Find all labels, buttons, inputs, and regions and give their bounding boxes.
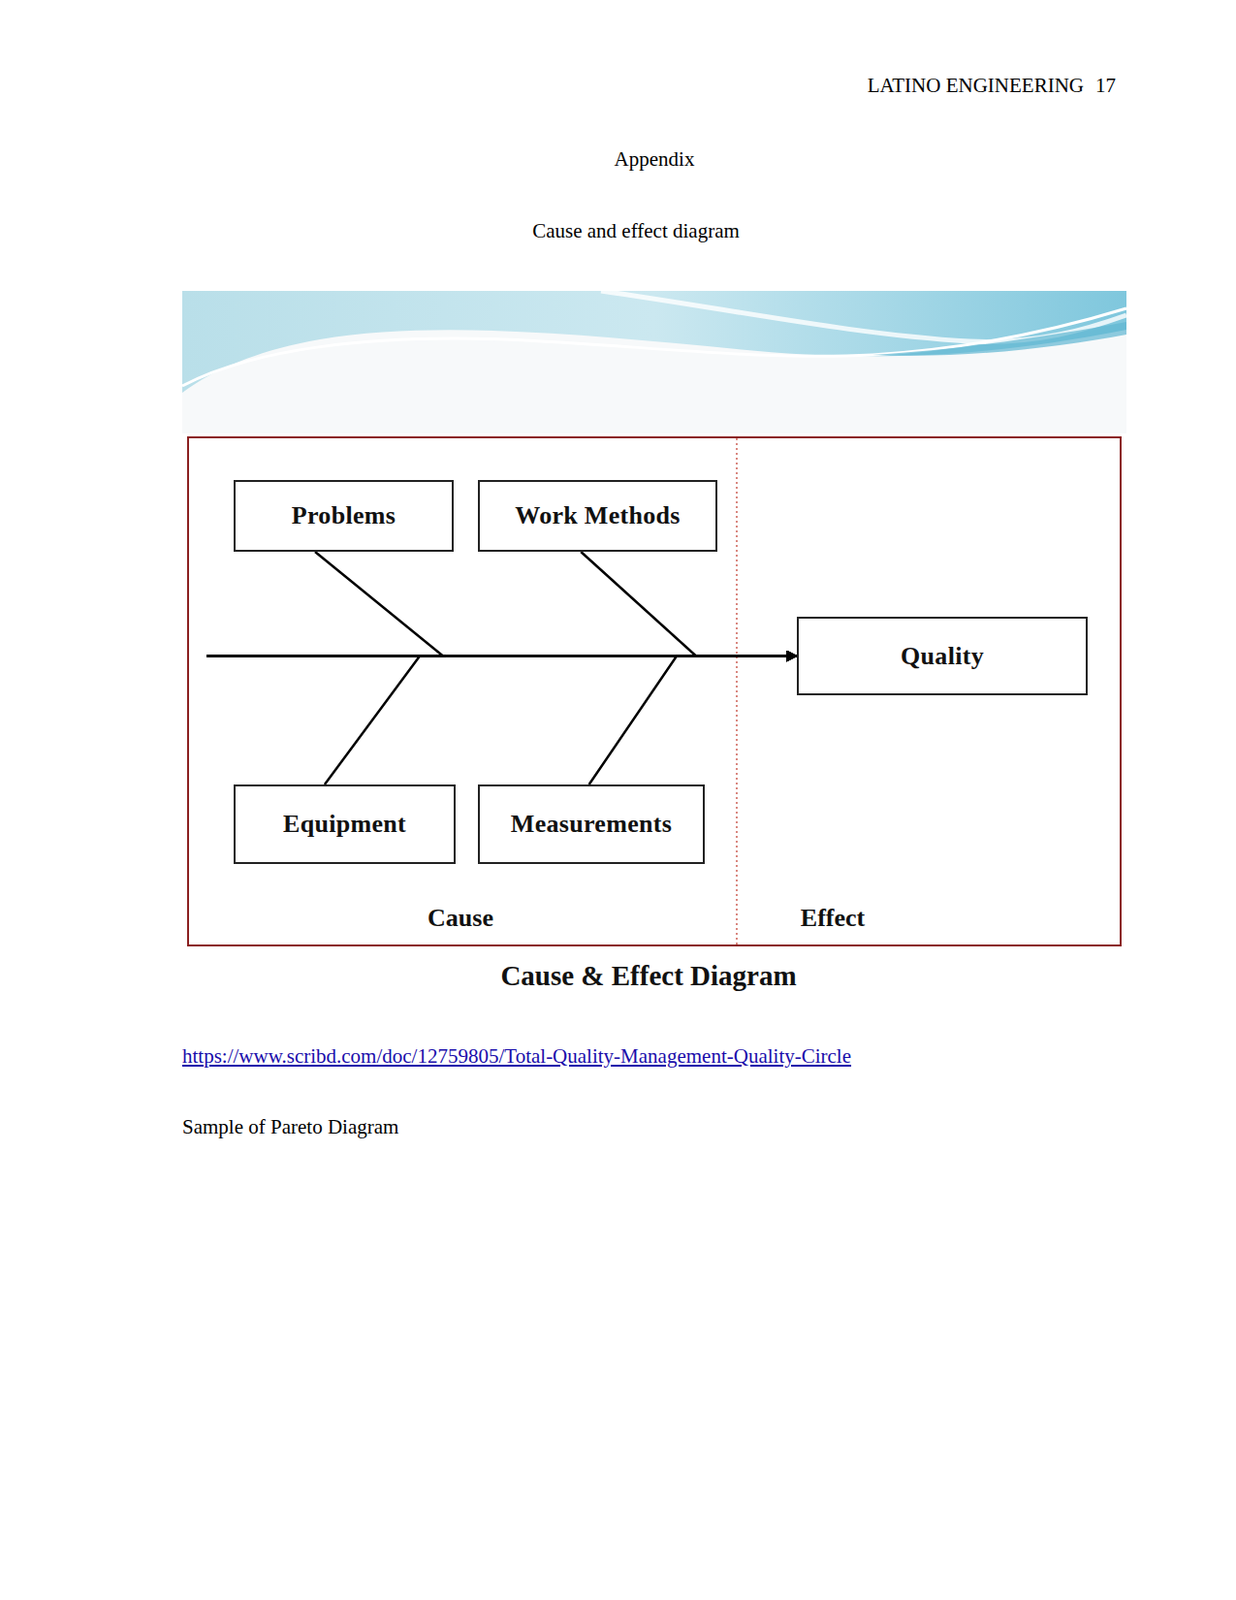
section-heading: Appendix [614, 147, 696, 172]
box-text: Quality [900, 641, 984, 671]
box-text: Work Methods [514, 501, 680, 531]
cause-box: Equipment [233, 784, 456, 864]
figure-caption: Cause & Effect Diagram [500, 958, 796, 993]
zone-label: Cause [427, 902, 494, 933]
sub-heading: Sample of Pareto Diagram [182, 1114, 399, 1140]
spine-line [206, 654, 446, 658]
diagram-frame [188, 437, 1121, 946]
cause-arrow [589, 656, 797, 786]
divider-line [735, 438, 737, 945]
cause-box: Work Methods [477, 479, 718, 552]
box-text: Equipment [283, 809, 407, 839]
zone-label: Effect [800, 902, 865, 933]
cause-arrow [315, 551, 797, 657]
cause-arrow [324, 656, 797, 786]
running-head: LATINO ENGINEERING [867, 73, 1084, 98]
page-number: 17 [1095, 73, 1116, 98]
banner [182, 290, 1127, 434]
box-text: Problems [291, 501, 396, 531]
cause-arrow [580, 551, 797, 657]
source-link: https://www.scribd.com/doc/12759805/Tota… [182, 1044, 852, 1069]
effect-box: Quality [796, 616, 1088, 696]
cause-box: Measurements [477, 784, 705, 864]
cause-box: Problems [233, 479, 454, 552]
box-text: Measurements [510, 809, 672, 839]
figure-title: Cause and effect diagram [532, 219, 740, 244]
